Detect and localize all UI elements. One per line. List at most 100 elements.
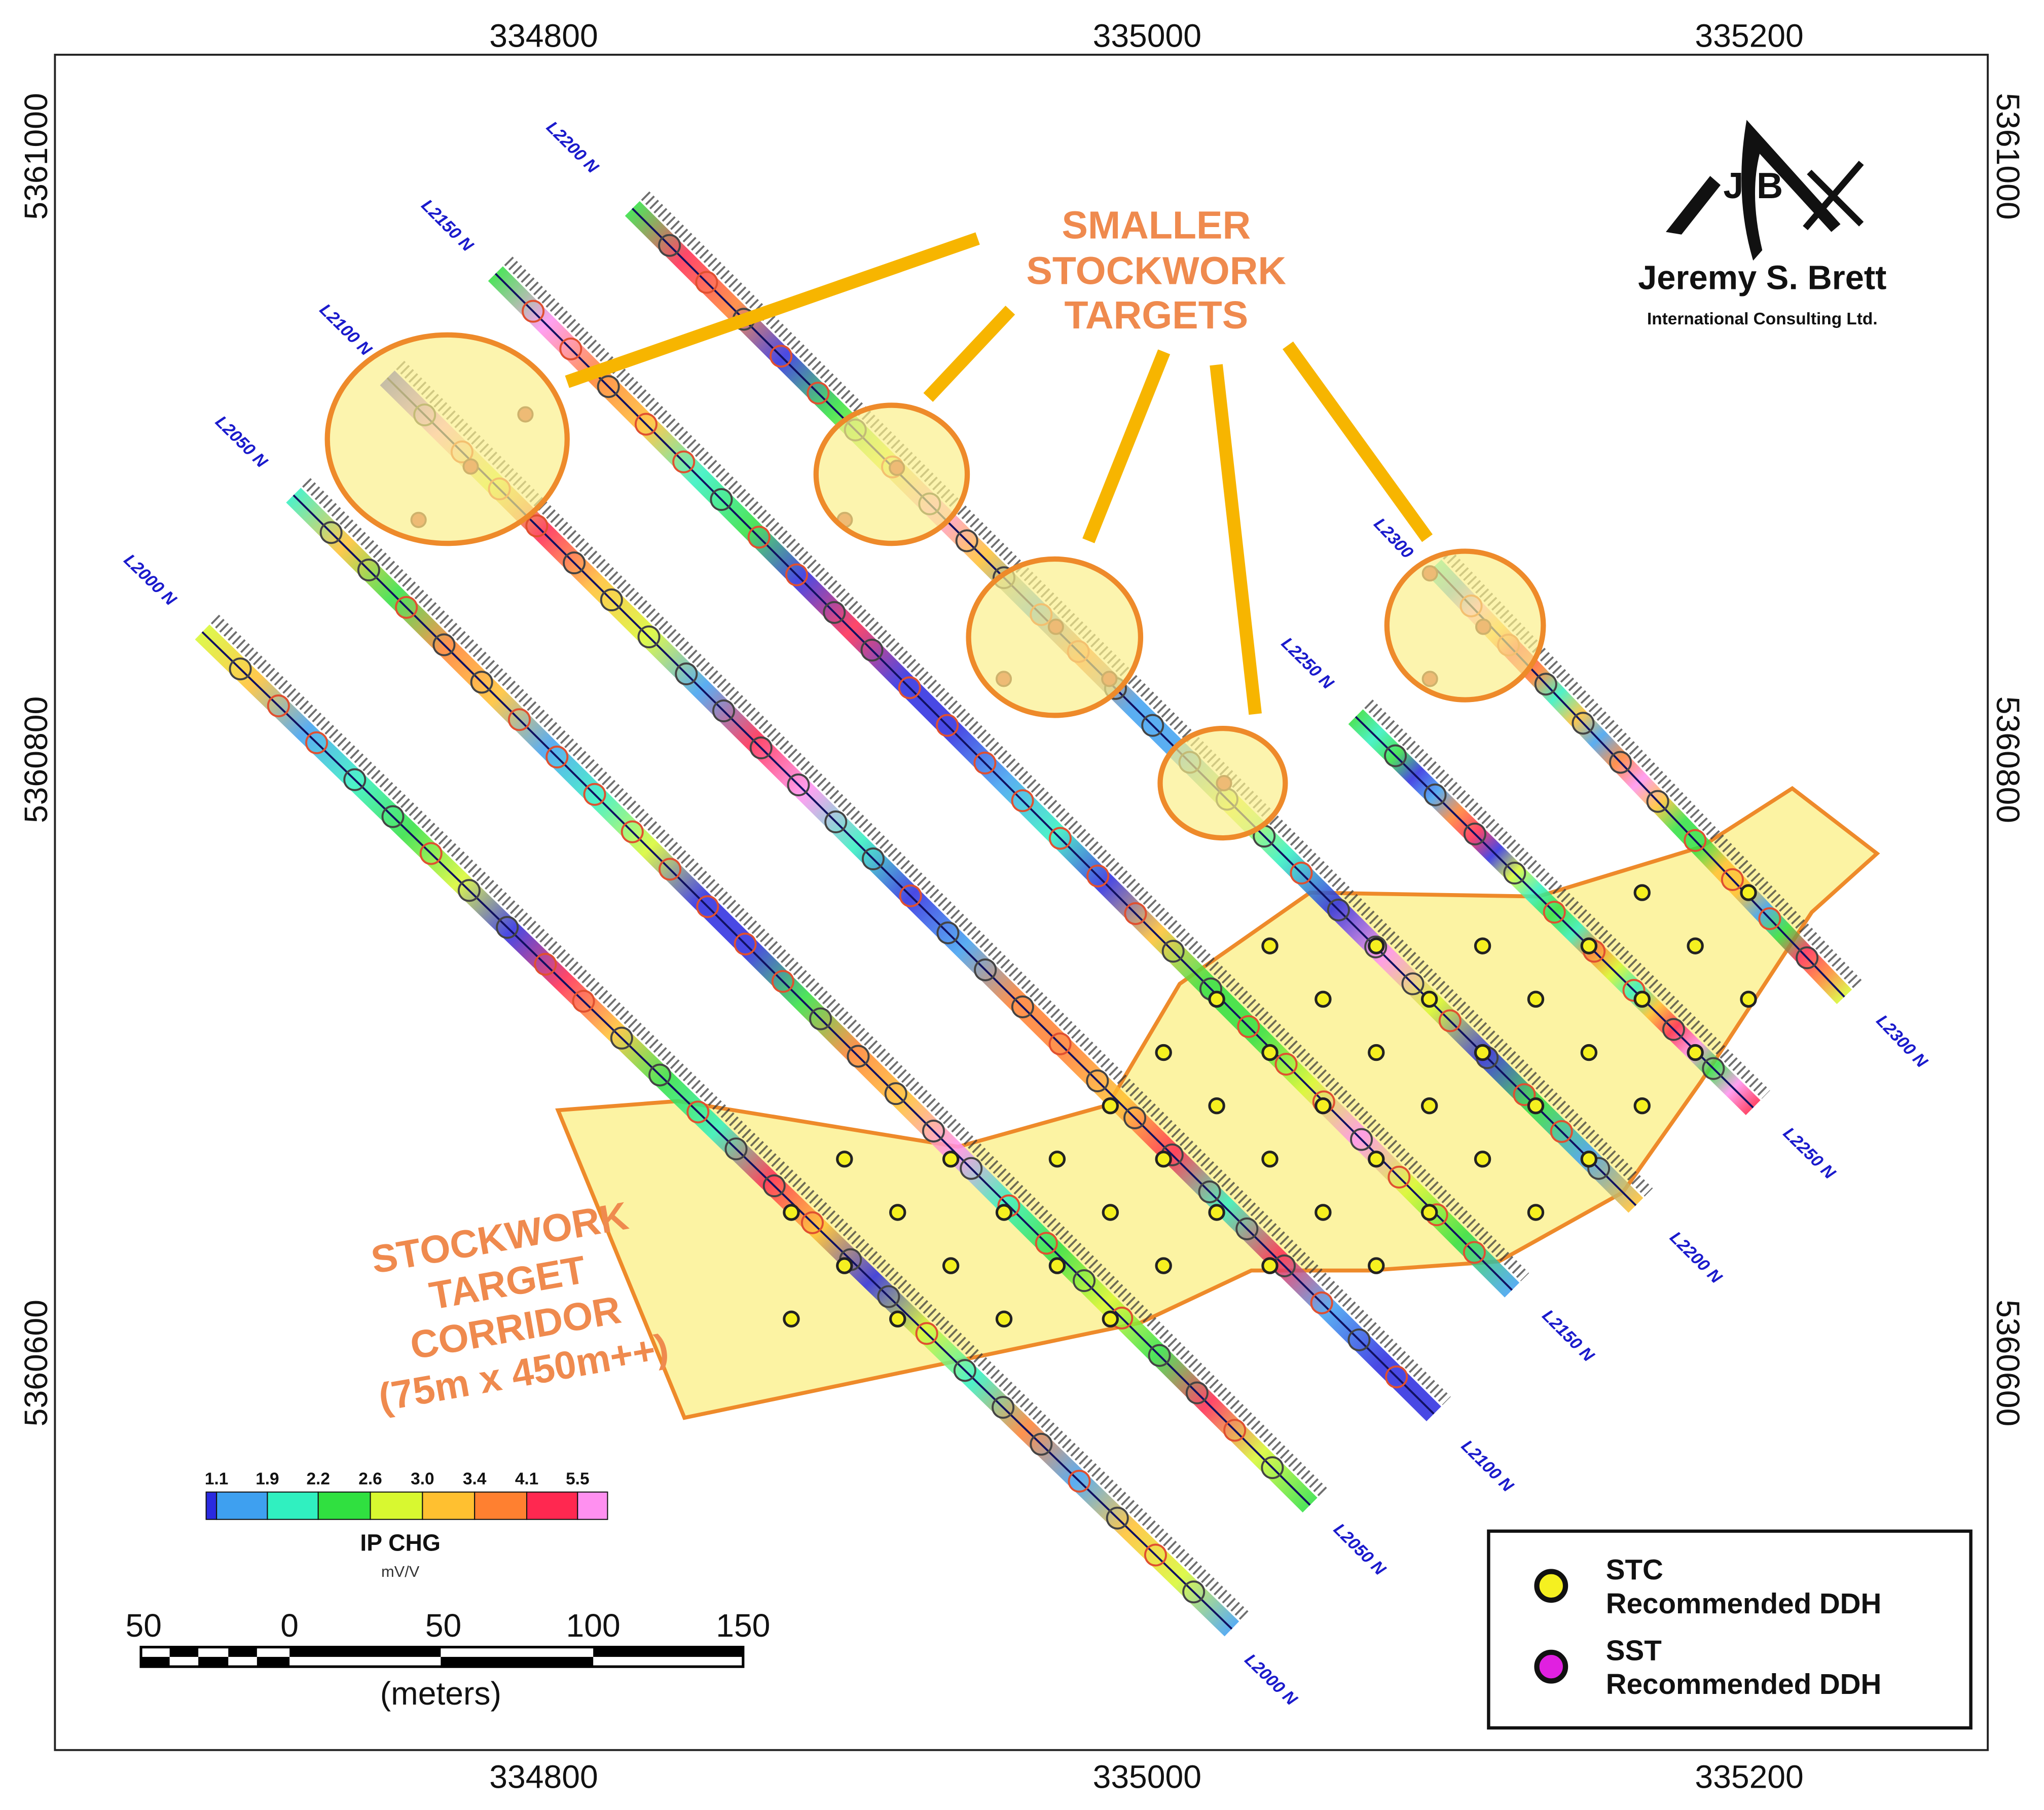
colorbar-label: 3.0	[411, 1469, 434, 1488]
stc-drillhole	[1048, 1151, 1066, 1168]
station-marker	[800, 1211, 824, 1234]
stc-drillhole	[1580, 1151, 1598, 1168]
stc-drillhole	[1474, 1044, 1491, 1061]
colorbar-label: 4.1	[515, 1469, 538, 1488]
station-marker	[525, 514, 549, 538]
station-marker	[1350, 1128, 1373, 1151]
station-marker	[953, 1359, 976, 1382]
station-marker	[712, 699, 736, 723]
station-marker	[1048, 1032, 1072, 1055]
station-marker	[936, 921, 960, 944]
x-tick-top: 334800	[489, 18, 598, 54]
stc-drillhole	[1527, 1097, 1545, 1115]
station-marker	[1185, 1381, 1209, 1405]
station-marker	[922, 1119, 945, 1142]
station-marker	[1011, 995, 1034, 1018]
target-circle	[324, 332, 570, 546]
colorbar-label: 1.1	[205, 1469, 228, 1488]
stc-drillhole	[1368, 1044, 1385, 1061]
scale-unit: (meters)	[380, 1675, 501, 1712]
station-marker	[1503, 862, 1526, 885]
scale-label: 100	[566, 1607, 620, 1644]
station-marker	[992, 1396, 1015, 1419]
colorbar-segment	[370, 1491, 423, 1520]
stc-drillhole	[1687, 937, 1704, 954]
stc-drillhole	[1315, 990, 1332, 1008]
y-tick-left: 5360800	[18, 696, 54, 823]
stc-drillhole	[1102, 1097, 1119, 1115]
y-tick-right: 5360800	[1990, 696, 2026, 823]
station-marker	[229, 657, 252, 681]
station-marker	[507, 708, 531, 731]
stc-drillhole	[1580, 937, 1598, 954]
station-marker	[1048, 827, 1072, 850]
station-marker	[319, 521, 343, 544]
logo-name: Jeremy S. Brett	[1638, 259, 1886, 297]
station-marker	[770, 345, 793, 368]
line-trace	[386, 377, 1435, 1415]
station-marker	[1721, 868, 1744, 891]
station-marker	[600, 588, 623, 612]
stc-drillhole	[1740, 884, 1757, 901]
stc-drillhole	[1155, 1257, 1172, 1274]
stc-drillhole	[889, 1310, 906, 1327]
legend-stc-desc: Recommended DDH	[1606, 1587, 1882, 1619]
colorbar-segment	[422, 1491, 476, 1520]
station-marker	[583, 783, 606, 806]
station-marker	[1424, 783, 1447, 806]
annotation-line: SMALLER	[1062, 203, 1251, 247]
stc-drillhole	[1261, 937, 1279, 954]
stc-drillhole	[1740, 990, 1757, 1008]
station-marker	[1035, 1232, 1058, 1255]
x-tick-bottom: 335000	[1093, 1758, 1201, 1795]
station-marker	[305, 731, 328, 754]
stc-drillhole	[783, 1310, 800, 1327]
station-marker	[1011, 789, 1034, 812]
station-marker	[734, 932, 757, 955]
colorbar-segment	[267, 1491, 319, 1520]
stc-drillhole	[1102, 1310, 1119, 1327]
station-marker	[860, 639, 884, 662]
station-marker	[1223, 1419, 1247, 1442]
station-marker	[395, 596, 418, 619]
station-marker	[1550, 1120, 1573, 1143]
station-marker	[1646, 790, 1669, 813]
station-marker	[432, 633, 456, 656]
station-marker	[534, 952, 557, 976]
station-marker	[496, 916, 519, 939]
x-tick-bottom: 334800	[489, 1758, 598, 1795]
station-marker	[1513, 1083, 1536, 1106]
station-ticks	[641, 191, 1653, 1197]
station-marker	[936, 714, 959, 737]
stc-drillhole	[783, 1204, 800, 1221]
station-marker	[824, 810, 848, 834]
station-marker	[1796, 946, 1819, 970]
station-marker	[762, 1174, 786, 1198]
station-marker	[572, 989, 595, 1013]
legend-sst-label: SST	[1606, 1634, 1662, 1666]
station-marker	[899, 884, 922, 907]
station-ticks	[504, 256, 1529, 1281]
station-marker	[973, 751, 997, 774]
map-frame	[54, 54, 1989, 1751]
station-marker	[771, 970, 794, 993]
station-marker	[1310, 1291, 1333, 1314]
stc-drillhole	[1420, 1204, 1438, 1221]
stc-drillhole	[1420, 990, 1438, 1008]
station-marker	[470, 671, 493, 694]
station-marker	[597, 375, 620, 398]
station-marker	[610, 1026, 633, 1050]
stc-drillhole	[1633, 990, 1651, 1008]
drillhole-legend: STC Recommended DDH SST Recommended DDH	[1487, 1529, 1973, 1730]
station-marker	[1347, 1328, 1371, 1351]
station-marker	[960, 1157, 983, 1180]
station-marker	[559, 337, 582, 360]
station-marker	[915, 1322, 938, 1345]
line-trace	[631, 207, 1637, 1206]
stc-drillhole	[1368, 937, 1385, 954]
station-marker	[710, 488, 733, 511]
y-tick-left: 5361000	[18, 93, 54, 219]
station-marker	[1290, 862, 1313, 885]
station-marker	[672, 450, 696, 473]
colorbar-segment	[474, 1491, 528, 1520]
